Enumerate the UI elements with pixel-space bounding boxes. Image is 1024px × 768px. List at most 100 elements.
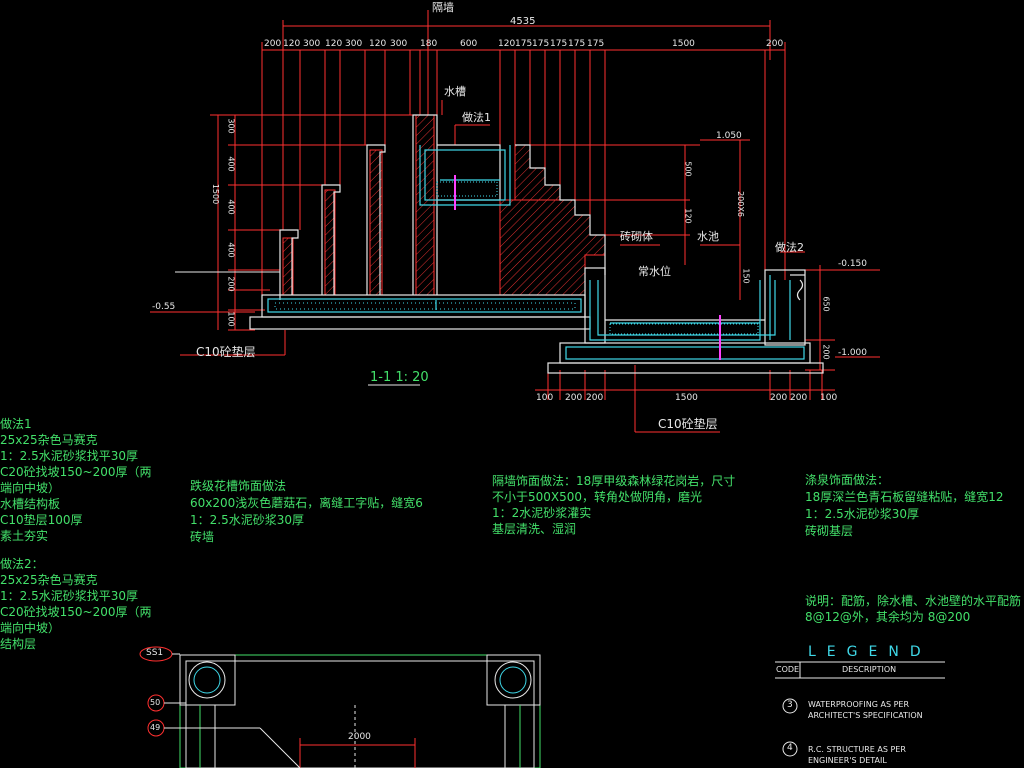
method1-ref-label: 做法1 bbox=[462, 111, 491, 124]
legend-title: LEGEND bbox=[808, 644, 932, 660]
dim-bottom-value: 200 bbox=[586, 393, 604, 403]
dim-top-value: 1500 bbox=[672, 39, 695, 49]
wall-line: 不小于500X500，转角处做阴角，磨光 bbox=[492, 490, 703, 504]
elevation-right-bottom: -1.000 bbox=[838, 348, 868, 358]
method1-title: 做法1 bbox=[0, 417, 32, 431]
legend-col-code: CODE bbox=[776, 665, 800, 674]
legend-desc-line: ARCHITECT'S SPECIFICATION bbox=[808, 711, 923, 720]
legend-desc-line: WATERPROOFING AS PER bbox=[808, 700, 910, 709]
legend-desc-line: R.C. STRUCTURE AS PER bbox=[808, 745, 906, 754]
dim-top-value: 175 bbox=[532, 39, 550, 49]
dim-bottom-1500: 1500 bbox=[675, 393, 698, 403]
legend-code-4: 4 bbox=[787, 743, 793, 753]
partition-wall-notes: 隔墙饰面做法：18厚甲级森林绿花岗岩，尺寸 不小于500X500，转角处做阴角，… bbox=[492, 473, 735, 537]
legend-desc-line: ENGINEER'S DETAIL bbox=[808, 756, 887, 765]
dim-left-value: 100 bbox=[226, 311, 236, 327]
dim-top-value: 175 bbox=[568, 39, 586, 49]
plan-tag-49: 49 bbox=[150, 723, 161, 732]
method2-line: C20砼找坡150~200厚（两 bbox=[0, 605, 152, 619]
planter-line: 1：2.5水泥砂浆30厚 bbox=[190, 513, 304, 527]
legend-col-description: DESCRIPTION bbox=[842, 665, 897, 674]
planter-line: 砖墙 bbox=[190, 530, 215, 544]
dim-top-value: 120 bbox=[283, 39, 301, 49]
normal-water-level-label: 常水位 bbox=[638, 265, 671, 278]
legend-row-rc-structure: R.C. STRUCTURE AS PER ENGINEER'S DETAIL bbox=[808, 744, 906, 766]
planter-notes: 跌级花槽饰面做法 60x200浅灰色蘑菇石，离缝工字贴，缝宽6 1：2.5水泥砂… bbox=[190, 478, 423, 546]
legend-table bbox=[775, 661, 945, 757]
plan-dim-2000: 2000 bbox=[348, 732, 371, 742]
section-title: 1-1 1: 20 bbox=[370, 371, 429, 384]
dim-top-value: 300 bbox=[345, 39, 363, 49]
dim-right-value: 150 bbox=[741, 268, 751, 284]
dim-top-value: 180 bbox=[420, 39, 438, 49]
dim-right-value: 200X6 bbox=[735, 191, 745, 217]
rebar-notes: 说明：配筋，除水槽、水池壁的水平配筋 8@12@外，其余均为 8@200 bbox=[805, 593, 1021, 625]
dim-bottom-value: 200 bbox=[565, 393, 583, 403]
water-trough-label: 水槽 bbox=[444, 85, 466, 98]
method1-line: 水槽结构板 bbox=[0, 497, 61, 511]
dim-bottom-value: 100 bbox=[536, 393, 554, 403]
dim-top-value: 300 bbox=[390, 39, 408, 49]
method1-line: 25x25杂色马赛克 bbox=[0, 433, 98, 447]
dim-right-value: 500 bbox=[683, 161, 693, 177]
method2-title: 做法2： bbox=[0, 557, 44, 571]
dim-right-value: 120 bbox=[683, 208, 693, 224]
method2-line: 25x25杂色马赛克 bbox=[0, 573, 98, 587]
concrete-fill bbox=[274, 181, 759, 335]
dim-left-value: 400 bbox=[226, 156, 236, 172]
planter-title: 跌级花槽饰面做法 bbox=[190, 479, 287, 493]
total-width-dim: 4535 bbox=[510, 16, 536, 27]
wall-line: 基层清洗、湿润 bbox=[492, 522, 577, 536]
dim-top-value: 175 bbox=[515, 39, 533, 49]
fountain-line: 砖砌基层 bbox=[805, 524, 854, 538]
plan-tag-ss1: SS1 bbox=[146, 648, 164, 658]
method2-line: 1：2.5水泥砂浆找平30厚 bbox=[0, 589, 138, 603]
brick-body-label: 砖砌体 bbox=[620, 230, 653, 243]
fountain-line: 18厚深兰色青石板留缝粘贴，缝宽12 bbox=[805, 490, 1004, 504]
elevation-left: -0.55 bbox=[152, 302, 176, 312]
dim-right-value: 650 bbox=[821, 296, 831, 312]
c10-pad-right-label: C10砼垫层 bbox=[658, 417, 718, 431]
rebar-note-line: 8@12@外，其余均为 8@200 bbox=[805, 610, 971, 624]
method2-notes: 做法2： 25x25杂色马赛克 1：2.5水泥砂浆找平30厚 C20砼找坡150… bbox=[0, 556, 152, 652]
dim-top-value: 120 bbox=[498, 39, 516, 49]
dim-top-value: 120 bbox=[325, 39, 343, 49]
section-title-number: 1-1 bbox=[370, 370, 392, 385]
dim-1050: 1.050 bbox=[716, 131, 742, 141]
rebar-lines bbox=[267, 145, 805, 360]
method1-line: C20砼找坡150~200厚（两 bbox=[0, 465, 152, 479]
dim-top-value: 600 bbox=[460, 39, 478, 49]
method1-line: C10垫层100厚 bbox=[0, 513, 83, 527]
dim-left-value: 400 bbox=[226, 242, 236, 258]
dim-bottom-value: 200 bbox=[770, 393, 788, 403]
plan-tag-50: 50 bbox=[150, 698, 161, 707]
dim-left-value: 200 bbox=[226, 276, 236, 292]
dim-left-value: 400 bbox=[226, 199, 236, 215]
method2-line: 结构层 bbox=[0, 637, 37, 651]
dim-top-value: 175 bbox=[587, 39, 605, 49]
dim-bottom-value: 100 bbox=[820, 393, 838, 403]
fountain-line: 1：2.5水泥砂浆30厚 bbox=[805, 507, 919, 521]
elevation-right-top: -0.150 bbox=[838, 259, 868, 269]
dim-top-value: 200 bbox=[264, 39, 282, 49]
c10-pad-left-label: C10砼垫层 bbox=[196, 345, 256, 359]
wall-title: 隔墙饰面做法：18厚甲级森林绿花岗岩，尺寸 bbox=[492, 474, 736, 488]
plan-view bbox=[139, 646, 541, 768]
method2-ref-label: 做法2 bbox=[775, 241, 804, 254]
method1-line: 端向中坡） bbox=[0, 481, 61, 495]
dim-left-value: 300 bbox=[226, 118, 236, 134]
rebar-note-line: 说明：配筋，除水槽、水池壁的水平配筋 bbox=[805, 594, 1022, 608]
fountain-title: 涤泉饰面做法： bbox=[805, 473, 890, 487]
planter-line: 60x200浅灰色蘑菇石，离缝工字贴，缝宽6 bbox=[190, 496, 423, 510]
dim-bottom-value: 200 bbox=[790, 393, 808, 403]
method1-notes: 做法1 25x25杂色马赛克 1：2.5水泥砂浆找平30厚 C20砼找坡150~… bbox=[0, 416, 152, 544]
dim-top-value: 300 bbox=[303, 39, 321, 49]
method1-line: 素土夯实 bbox=[0, 529, 49, 543]
method1-line: 1：2.5水泥砂浆找平30厚 bbox=[0, 449, 138, 463]
method2-line: 端向中坡） bbox=[0, 621, 61, 635]
legend-row-waterproofing: WATERPROOFING AS PER ARCHITECT'S SPECIFI… bbox=[808, 699, 923, 721]
legend-code-3: 3 bbox=[787, 700, 793, 710]
dim-top-value: 175 bbox=[550, 39, 568, 49]
